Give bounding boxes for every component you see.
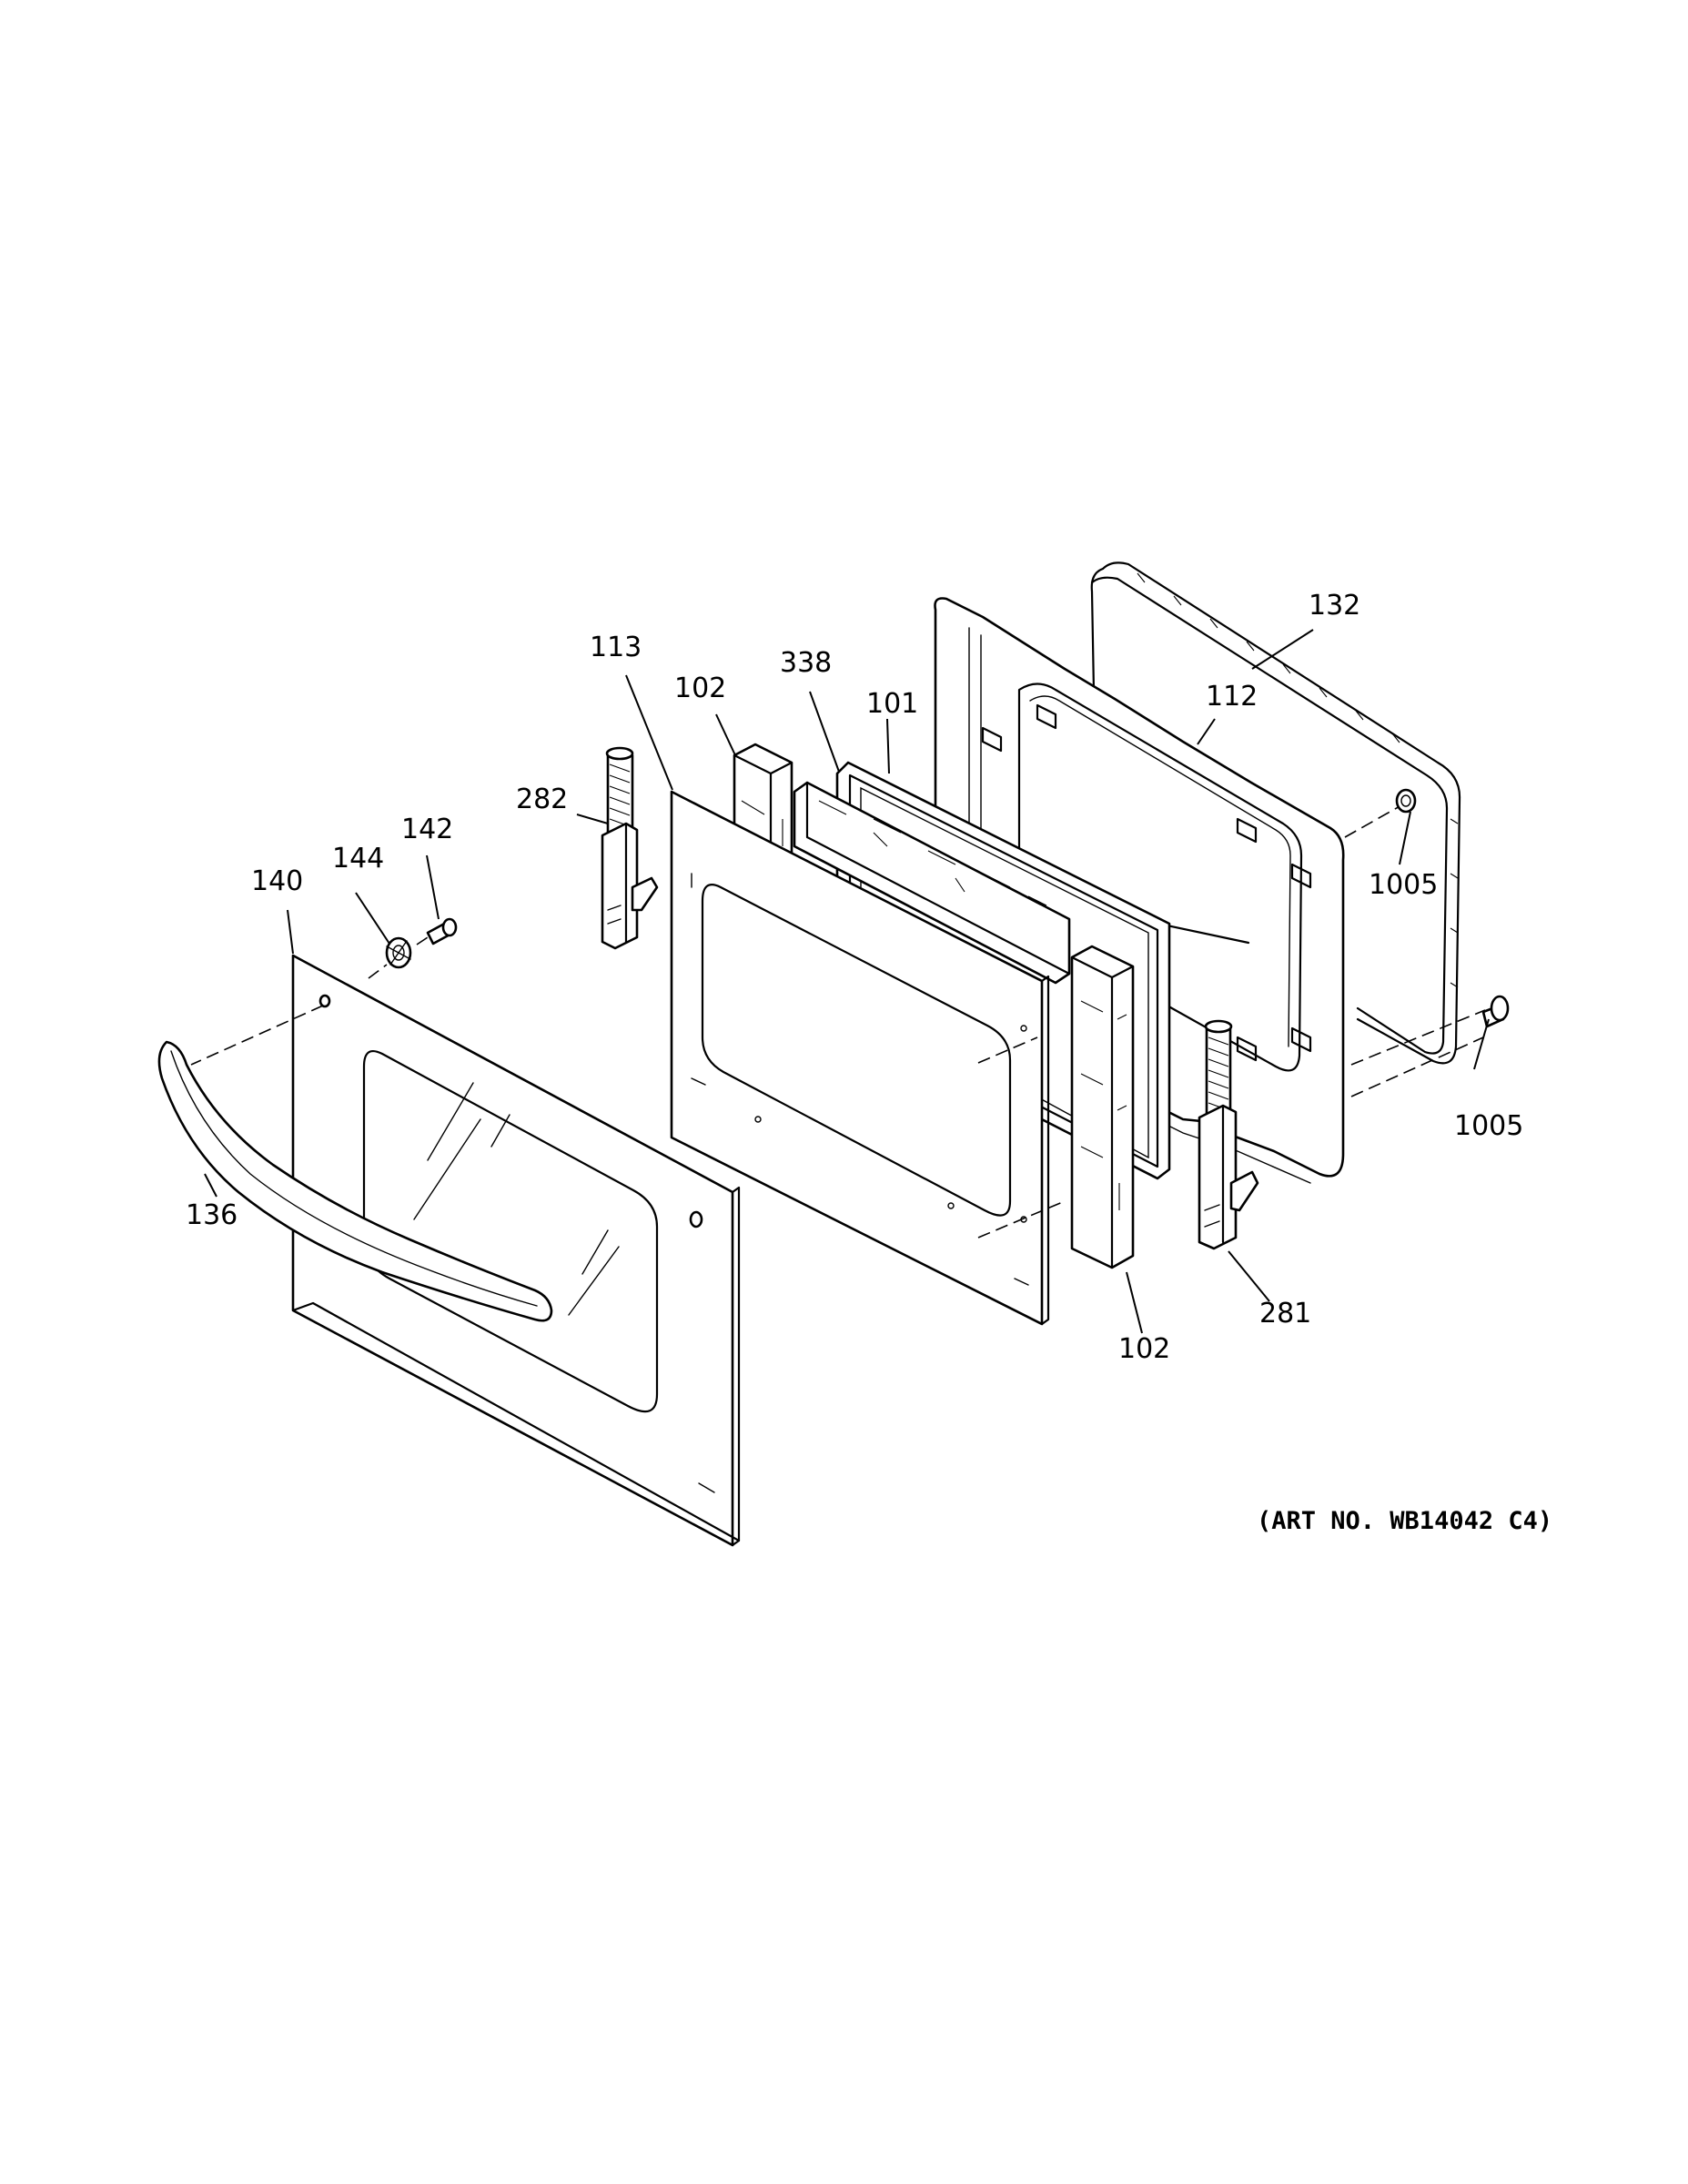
- callout-144: 144: [332, 843, 384, 875]
- callout-1005-lower: 1005: [1454, 1110, 1523, 1142]
- door-gasket-part: [1090, 561, 1461, 1065]
- callout-112: 112: [1206, 681, 1258, 713]
- callout-102-bottom: 102: [1118, 1333, 1170, 1365]
- callout-140: 140: [251, 865, 303, 897]
- hinge-281-part: [1198, 1019, 1259, 1250]
- callout-1005-upper: 1005: [1369, 869, 1438, 901]
- inner-door-panel-part: [670, 790, 1066, 1326]
- leader-lines: [204, 629, 1490, 1334]
- callout-281: 281: [1259, 1298, 1311, 1330]
- callout-132: 132: [1309, 590, 1360, 622]
- door-handle-part: [157, 1040, 553, 1322]
- insulation-338-part: [793, 781, 1071, 985]
- callout-338: 338: [780, 647, 832, 679]
- art-number: (ART NO. WB14042 C4): [1257, 1507, 1552, 1535]
- callout-101: 101: [866, 688, 918, 720]
- screw-1005-lower-part: [1350, 995, 1510, 1097]
- callout-102-top: 102: [674, 672, 726, 704]
- callout-113: 113: [590, 632, 642, 663]
- callout-136: 136: [186, 1199, 238, 1231]
- callout-282: 282: [516, 784, 568, 815]
- hinge-282-part: [601, 746, 659, 950]
- screw-1005-upper-part: [1344, 788, 1417, 838]
- handle-fasteners-part: [190, 917, 458, 1066]
- insulation-102-bottom-part: [1070, 945, 1135, 1269]
- callout-142: 142: [401, 814, 453, 845]
